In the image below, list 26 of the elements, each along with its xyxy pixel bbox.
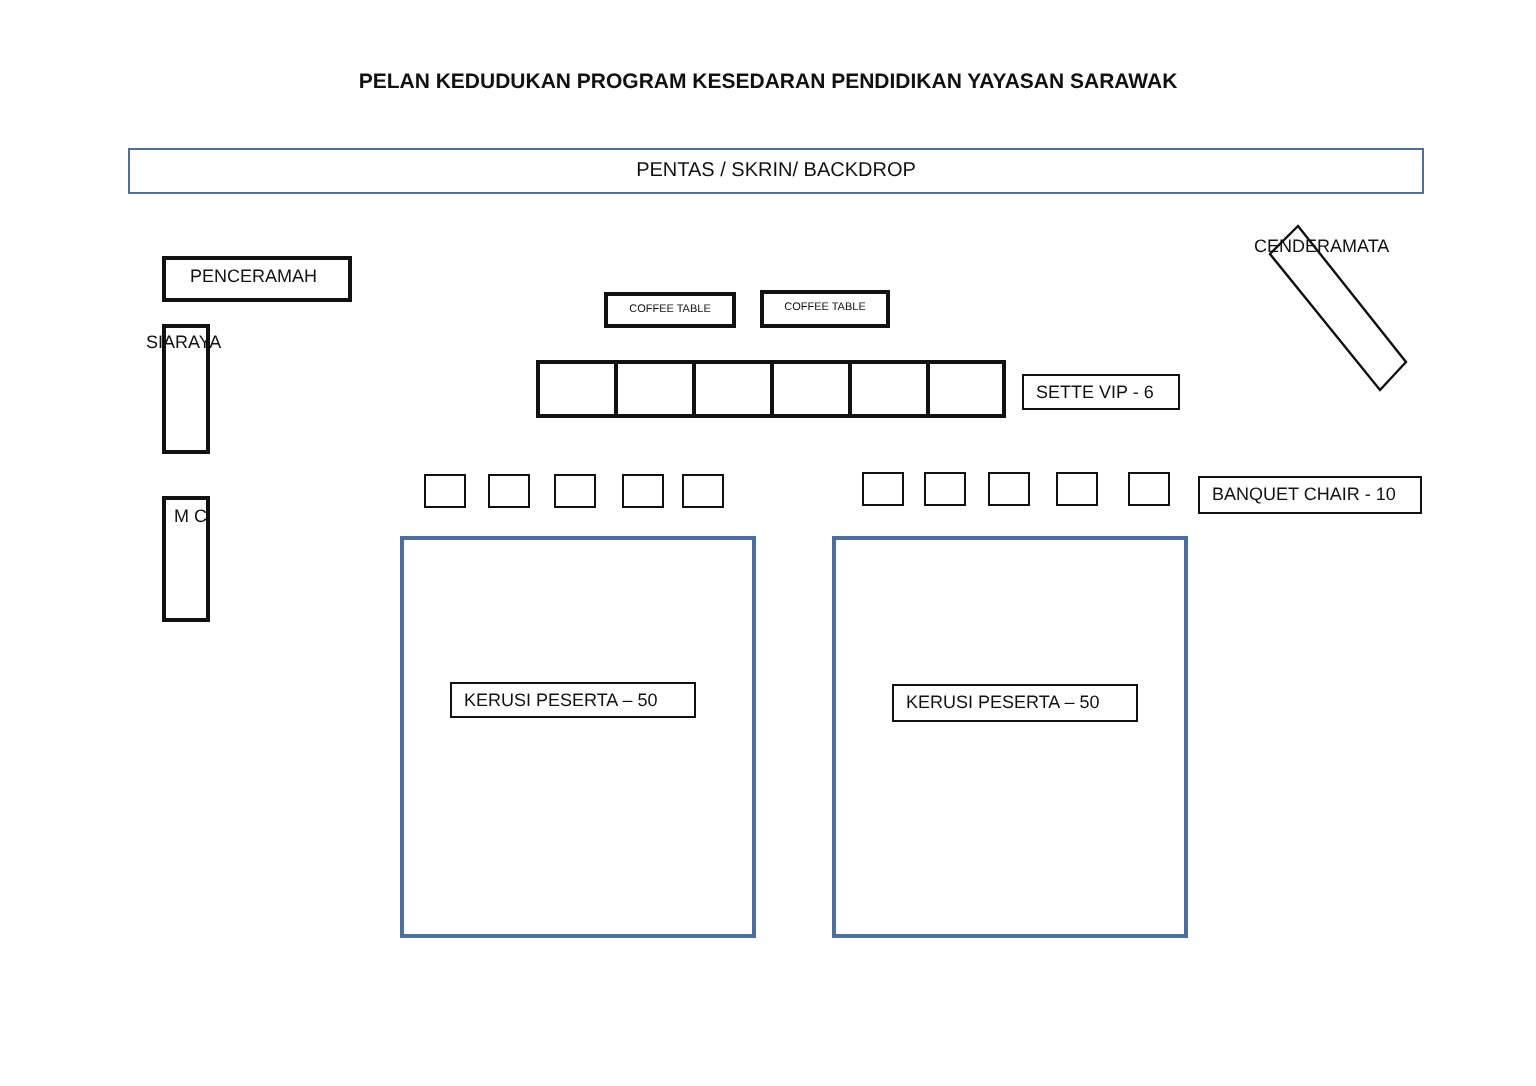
sofa-seat	[692, 360, 774, 418]
chair-seat	[1128, 472, 1170, 506]
chair-seat	[1056, 472, 1098, 506]
sofa-seat	[536, 360, 618, 418]
chair-seat	[924, 472, 966, 506]
sofa-seat	[926, 360, 1006, 418]
seating-area	[832, 536, 1188, 938]
chair-seat	[622, 474, 664, 508]
label-box: KERUSI PESERTA – 50	[450, 682, 696, 718]
sofa-seat	[848, 360, 930, 418]
chair-seat	[554, 474, 596, 508]
label-box: SETTE VIP - 6	[1022, 374, 1180, 410]
chair-seat	[682, 474, 724, 508]
label-box: BANQUET CHAIR - 10	[1198, 476, 1422, 514]
seating-area	[400, 536, 756, 938]
diagram-title: PELAN KEDUDUKAN PROGRAM KESEDARAN PENDIDIKAN YAYASAN SARAWAK	[356, 70, 1180, 94]
stage-banner: PENTAS / SKRIN/ BACKDROP	[128, 148, 1424, 194]
chair-seat	[862, 472, 904, 506]
sofa-seat	[614, 360, 696, 418]
chair-seat	[488, 474, 530, 508]
label-box: KERUSI PESERTA – 50	[892, 684, 1138, 722]
chair-seat	[988, 472, 1030, 506]
speaker-table: PENCERAMAH	[162, 256, 352, 302]
chair-seat	[424, 474, 466, 508]
sofa-seat	[770, 360, 852, 418]
mc-table: M C	[162, 496, 210, 622]
